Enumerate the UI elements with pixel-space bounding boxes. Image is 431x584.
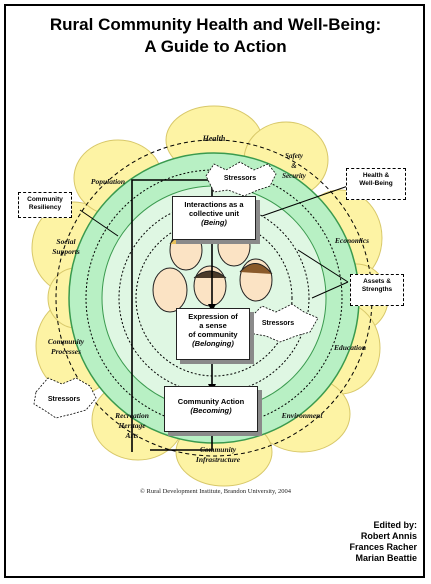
pointer-assets-2 bbox=[297, 249, 349, 283]
stressors-top-label: Stressors bbox=[224, 175, 256, 182]
page-border bbox=[4, 4, 425, 578]
label-economics: Economics bbox=[334, 236, 369, 245]
burst-right bbox=[249, 303, 319, 343]
health-callout-line-1: Health & bbox=[362, 172, 390, 179]
being-line-3: (Being) bbox=[201, 218, 227, 227]
hair-5 bbox=[239, 263, 273, 275]
label-recreation-1: Recreation bbox=[114, 411, 149, 420]
being-line-1: Interactions as a bbox=[184, 200, 244, 209]
becoming-line-2: (Becoming) bbox=[190, 406, 232, 415]
community-resiliency-callout: Community Resiliency bbox=[18, 192, 72, 218]
stressor-bursts bbox=[33, 161, 319, 419]
health-callout-line-2: Well-Being bbox=[359, 180, 393, 187]
label-processes-1: Community bbox=[48, 337, 85, 346]
belonging-line-3: of community bbox=[188, 330, 238, 339]
title-line-2: A Guide to Action bbox=[144, 37, 287, 56]
feedback-loop-line bbox=[131, 179, 212, 452]
pointer-assets-1 bbox=[311, 281, 349, 299]
assets-callout-line-2: Strengths bbox=[361, 286, 393, 293]
label-population: Population bbox=[91, 177, 125, 186]
resiliency-callout-line-1: Community bbox=[27, 196, 63, 203]
page-title: Rural Community Health and Well-Being: A… bbox=[0, 14, 431, 58]
edited-by-heading: Edited by: bbox=[373, 520, 417, 530]
belonging-line-2: a sense bbox=[199, 321, 227, 330]
editor-3: Marian Beattie bbox=[355, 553, 417, 563]
belonging-line-1: Expression of bbox=[188, 312, 238, 321]
title-line-1: Rural Community Health and Well-Being: bbox=[49, 15, 382, 34]
editor-credits: Edited by: Robert Annis Frances Racher M… bbox=[349, 520, 417, 564]
stressors-right-label: Stressors bbox=[262, 320, 294, 327]
label-safety-2: & bbox=[291, 162, 297, 170]
stressors-left-label: Stressors bbox=[48, 396, 80, 403]
label-infrastructure-2: Infrastructure bbox=[195, 455, 241, 464]
editor-1: Robert Annis bbox=[360, 531, 417, 541]
label-health: Health bbox=[202, 134, 226, 143]
label-recreation-2: Heritage bbox=[117, 421, 146, 430]
being-box: Interactions as a collective unit (Being… bbox=[172, 196, 256, 240]
being-line-2: collective unit bbox=[188, 209, 239, 218]
burst-top bbox=[205, 161, 277, 197]
pointer-resiliency bbox=[79, 209, 119, 237]
label-environment: Environment bbox=[281, 411, 324, 420]
arrow-becoming-to-infrastructure bbox=[150, 432, 213, 451]
health-wellbeing-callout: Health & Well-Being bbox=[346, 168, 406, 200]
dotted-ring-3 bbox=[135, 219, 293, 377]
pointer-health bbox=[261, 185, 349, 217]
label-social-2: Supports bbox=[52, 247, 80, 256]
label-social-1: Social bbox=[56, 237, 76, 246]
label-processes-2: Processes bbox=[51, 347, 81, 356]
label-safety-1: Safety bbox=[285, 152, 304, 160]
belonging-box: Expression of a sense of community (Belo… bbox=[176, 308, 250, 360]
label-education: Education bbox=[333, 343, 366, 352]
label-recreation-3: Arts bbox=[125, 431, 139, 440]
becoming-box: Community Action (Becoming) bbox=[164, 386, 258, 432]
label-infrastructure-1: Community bbox=[200, 445, 237, 454]
assets-callout-line-1: Assets & bbox=[363, 278, 391, 285]
assets-strengths-callout: Assets & Strengths bbox=[350, 274, 404, 306]
people-illustration bbox=[152, 225, 273, 313]
resiliency-callout-line-2: Resiliency bbox=[28, 204, 62, 211]
editor-2: Frances Racher bbox=[349, 542, 417, 552]
becoming-line-1: Community Action bbox=[177, 397, 245, 406]
hair-4 bbox=[193, 270, 227, 279]
label-safety-3: Security bbox=[282, 172, 307, 180]
burst-left bbox=[33, 377, 97, 419]
belonging-line-4: (Belonging) bbox=[192, 339, 234, 348]
copyright-notice: © Rural Development Institute, Brandon U… bbox=[139, 488, 292, 495]
face-3 bbox=[152, 267, 188, 313]
